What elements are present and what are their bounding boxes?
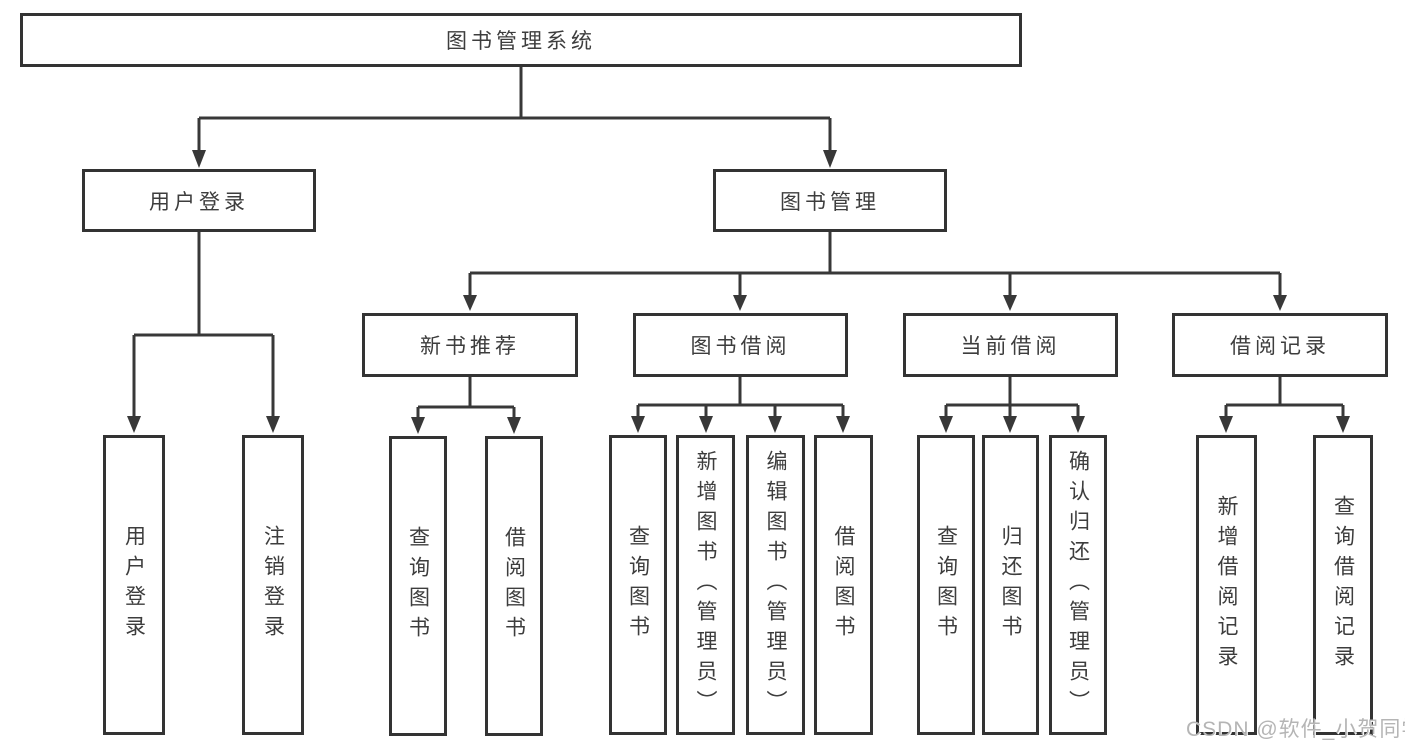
leaf-edit-book-admin-label: 编辑图书（管理员）: [764, 450, 787, 720]
leaf-logout-login: 注销登录: [242, 435, 304, 735]
edge-record-split: [1224, 377, 1345, 417]
leaf-return-book: 归还图书: [982, 435, 1039, 735]
edge-current-split: [944, 377, 1080, 417]
leaf-query-book-recommend-label: 查询图书: [406, 526, 430, 646]
leaf-return-book-label: 归还图书: [999, 525, 1022, 645]
node-current-borrow-label: 当前借阅: [960, 335, 1061, 358]
node-book-borrow-label: 图书借阅: [690, 335, 791, 358]
leaf-query-book-recommend: 查询图书: [389, 436, 447, 736]
edge-book-mgmt-split: [468, 232, 1282, 296]
leaf-add-borrow-record-label: 新增借阅记录: [1215, 495, 1238, 675]
leaf-add-book-admin: 新增图书（管理员）: [676, 435, 735, 735]
leaf-confirm-return-admin-label: 确认归还（管理员）: [1066, 450, 1090, 720]
edge-recommend-split: [416, 377, 516, 418]
leaf-query-borrow-record-label: 查询借阅记录: [1331, 495, 1355, 675]
leaf-borrow-book-recommend: 借阅图书: [485, 436, 543, 736]
node-book-borrow: 图书借阅: [633, 313, 848, 377]
node-root: 图书管理系统: [20, 13, 1022, 67]
leaf-borrow-book-borrow: 借阅图书: [814, 435, 873, 735]
csdn-watermark: CSDN @软件_小贺同学: [1186, 718, 1405, 741]
node-new-book-recommend: 新书推荐: [362, 313, 578, 377]
node-borrow-record-label: 借阅记录: [1230, 335, 1330, 358]
leaf-borrow-book-borrow-label: 借阅图书: [832, 525, 855, 645]
edge-root-split: [197, 67, 832, 152]
leaf-borrow-book-recommend-label: 借阅图书: [502, 526, 526, 646]
leaf-query-book-borrow-label: 查询图书: [626, 525, 650, 645]
node-user-login: 用户登录: [82, 169, 316, 232]
node-new-book-recommend-label: 新书推荐: [420, 335, 520, 358]
leaf-confirm-return-admin: 确认归还（管理员）: [1049, 435, 1107, 735]
node-user-login-label: 用户登录: [149, 190, 249, 214]
leaf-edit-book-admin: 编辑图书（管理员）: [746, 435, 805, 735]
leaf-add-borrow-record: 新增借阅记录: [1196, 435, 1257, 735]
leaf-query-book-current-label: 查询图书: [934, 525, 958, 645]
node-book-management-label: 图书管理: [780, 190, 880, 214]
leaf-query-book-current: 查询图书: [917, 435, 975, 735]
leaf-query-borrow-record: 查询借阅记录: [1313, 435, 1373, 735]
leaf-user-login: 用户登录: [103, 435, 165, 735]
node-book-management: 图书管理: [713, 169, 947, 232]
node-root-label: 图书管理系统: [446, 30, 596, 53]
edge-borrow-split: [636, 377, 845, 417]
node-current-borrow: 当前借阅: [903, 313, 1118, 377]
edge-user-login-split: [132, 232, 275, 417]
leaf-query-book-borrow: 查询图书: [609, 435, 667, 735]
node-borrow-record: 借阅记录: [1172, 313, 1388, 377]
leaf-add-book-admin-label: 新增图书（管理员）: [694, 450, 717, 720]
leaf-user-login-label: 用户登录: [122, 525, 146, 645]
leaf-logout-login-label: 注销登录: [261, 525, 285, 645]
